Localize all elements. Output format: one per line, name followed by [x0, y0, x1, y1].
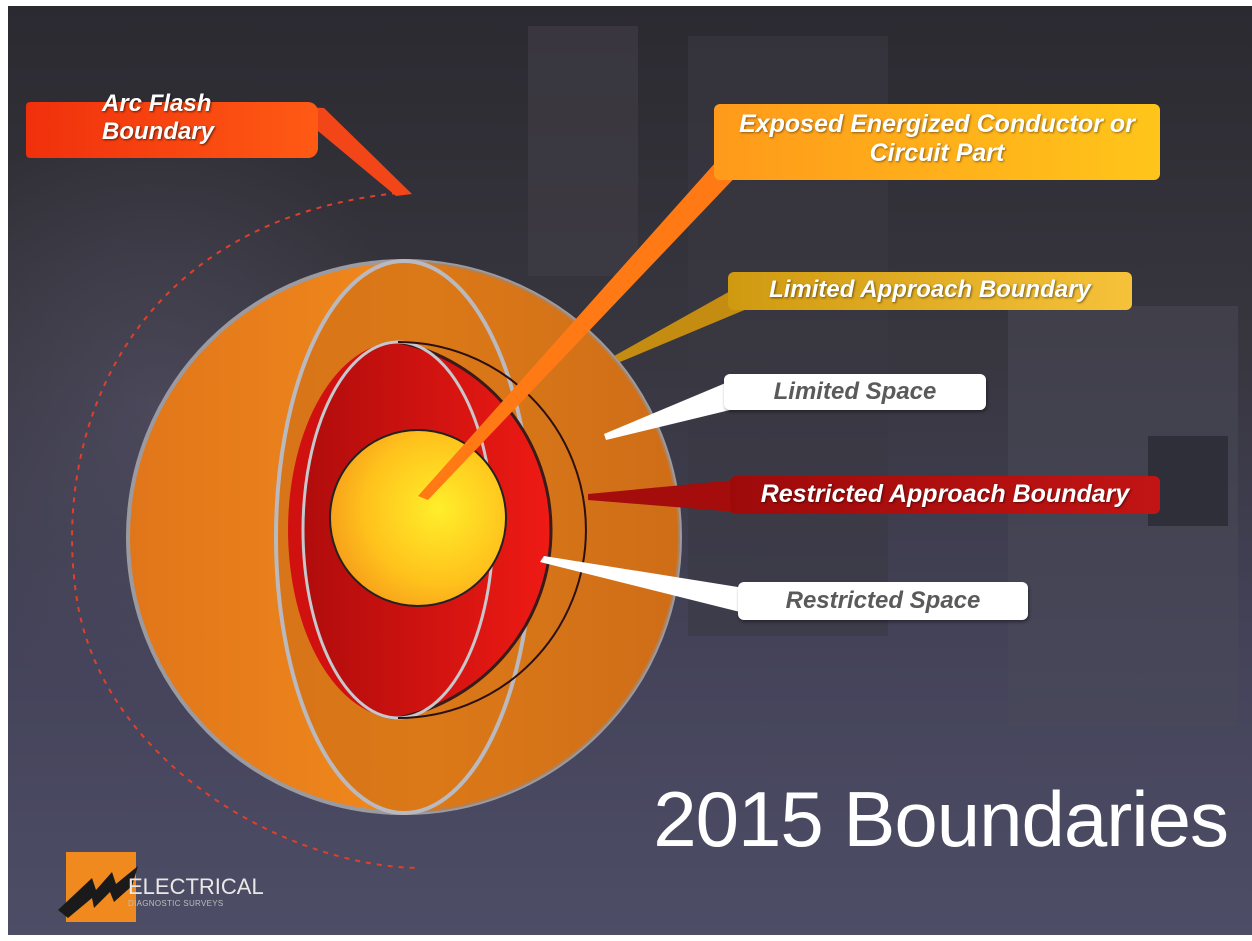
- arc-flash-boundary-text: Arc Flash Boundary: [102, 90, 215, 145]
- restricted-approach-pointer: [588, 480, 736, 512]
- limited-space-label: Limited Space: [724, 374, 986, 410]
- restricted-space-label: Restricted Space: [738, 582, 1028, 620]
- arc-flash-pointer: [288, 106, 412, 196]
- slide: Arc Flash Boundary Exposed Energized Con…: [8, 6, 1252, 935]
- exposed-conductor-label: Exposed Energized Conductor or Circuit P…: [714, 104, 1160, 180]
- restricted-approach-boundary-label: Restricted Approach Boundary: [730, 476, 1160, 514]
- logo-name: ELECTRICAL: [128, 874, 264, 899]
- exposed-pointer: [418, 126, 784, 500]
- limited-approach-boundary-label: Limited Approach Boundary: [728, 272, 1132, 310]
- background-equipment: [1148, 436, 1228, 526]
- arc-flash-boundary-line: [71, 191, 419, 869]
- limited-approach-pointer: [614, 280, 754, 362]
- background-equipment: [528, 26, 638, 276]
- limited-space-pointer: [604, 382, 730, 440]
- slide-title: 2015 Boundaries: [653, 775, 1229, 863]
- exposed-conductor-core: [329, 429, 507, 607]
- restricted-space-pointer: [540, 556, 748, 614]
- logo-subtitle: DIAGNOSTIC SURVEYS: [128, 899, 224, 908]
- arc-flash-boundary-label: Arc Flash Boundary: [26, 90, 318, 158]
